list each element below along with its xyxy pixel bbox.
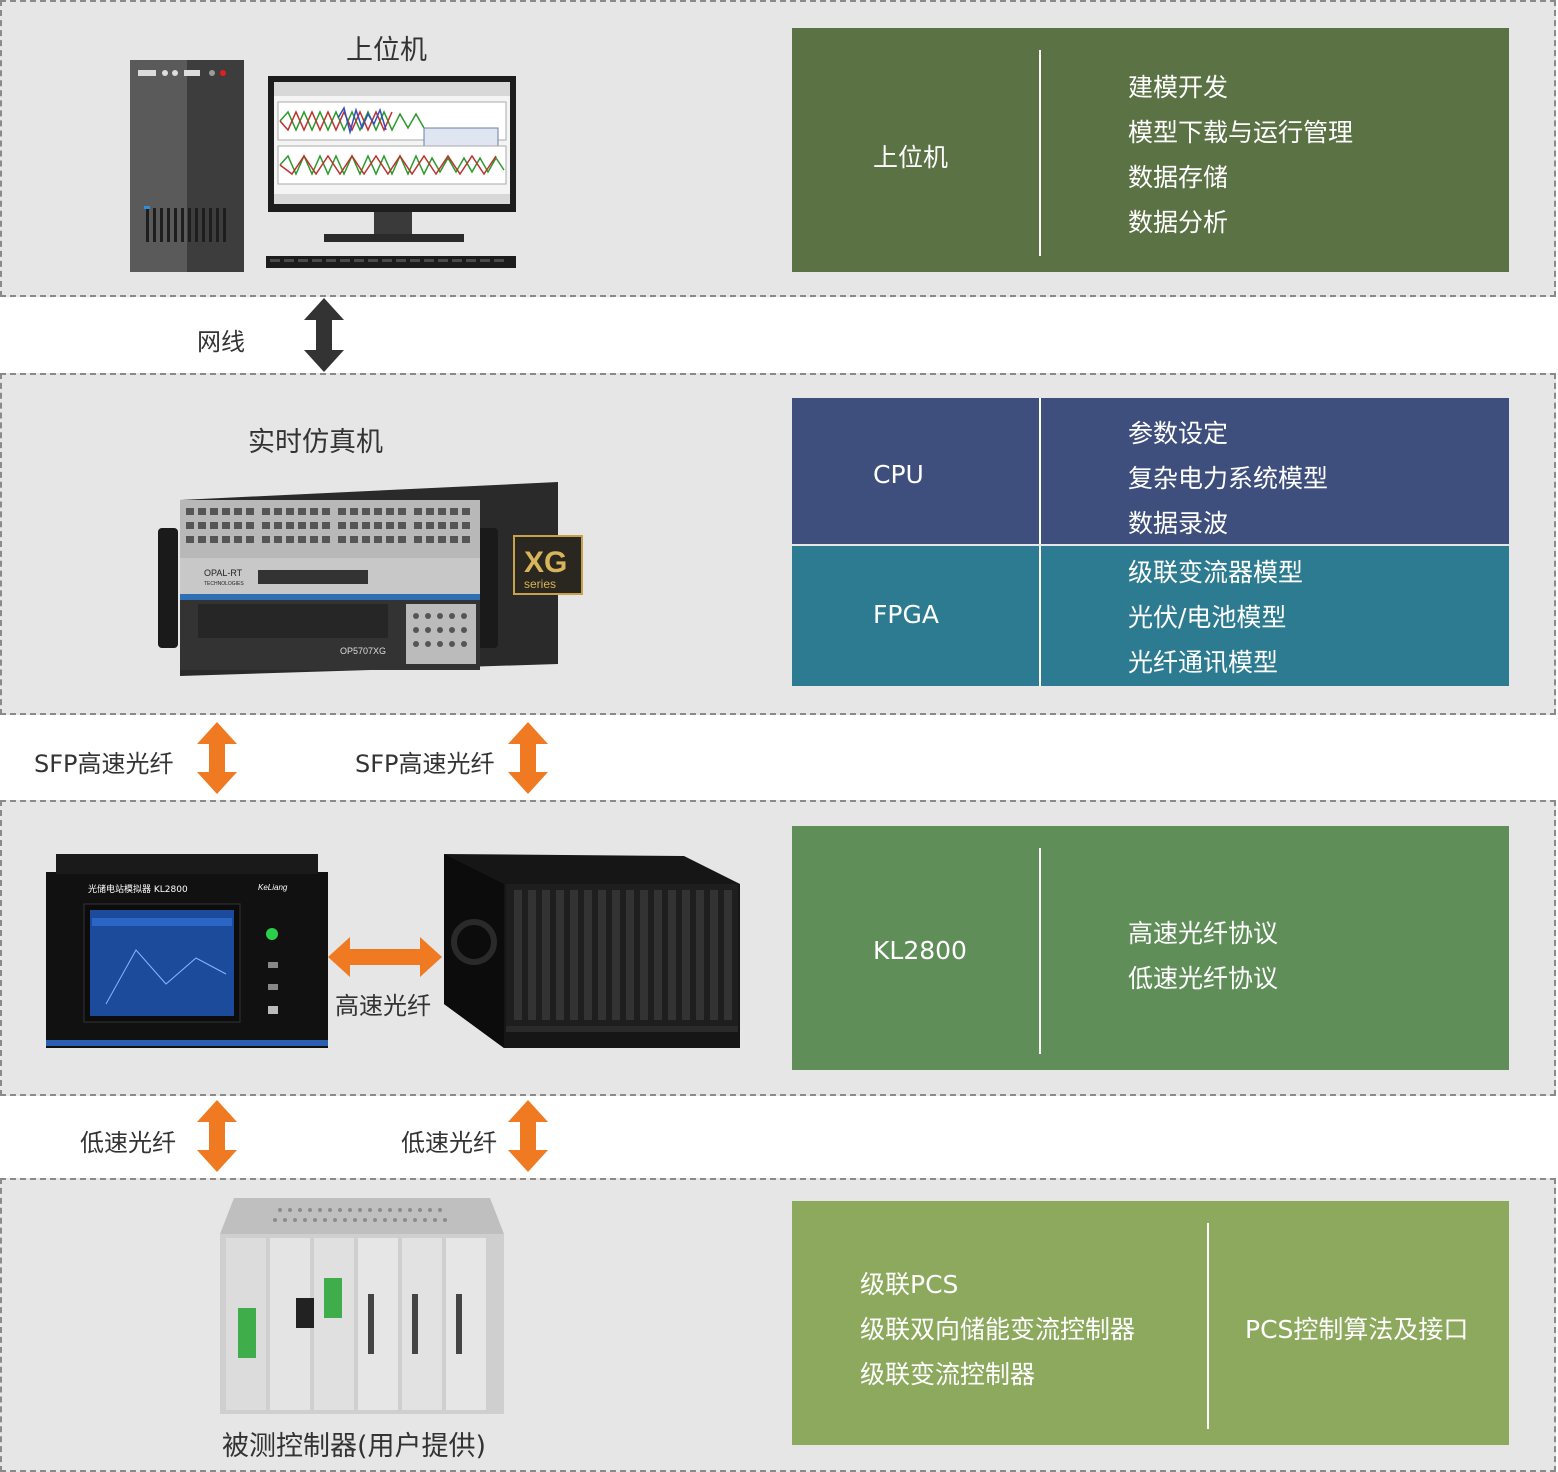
kl-device-title-text: 光储电站模拟器 KL2800	[88, 883, 188, 895]
orange-double-arrow-icon	[508, 722, 548, 794]
kl-panel-left: KL2800	[873, 936, 967, 965]
link-network-label: 网线	[197, 328, 245, 356]
kl-device-brand-text: KeLiang	[258, 883, 288, 892]
controller-item: 级联变流控制器	[860, 1360, 1036, 1389]
kl-panel: KL2800 高速光纤协议 低速光纤协议	[792, 826, 1509, 1070]
cpu-item: 参数设定	[1128, 419, 1229, 448]
host-pc-image	[130, 60, 516, 272]
controller-device-image	[220, 1198, 504, 1414]
kl-inner-link-label: 高速光纤	[335, 992, 431, 1020]
fpga-item: 光纤通讯模型	[1128, 648, 1279, 677]
controller-panel-divider	[1207, 1223, 1209, 1429]
cpu-panel-left: CPU	[873, 460, 924, 489]
orange-horizontal-arrow-icon	[328, 937, 442, 977]
fpga-item: 级联变流器模型	[1128, 558, 1304, 587]
rt-caption: 实时仿真机	[248, 427, 383, 458]
controller-item: 级联双向储能变流控制器	[860, 1315, 1136, 1344]
host-item: 模型下载与运行管理	[1128, 118, 1354, 147]
cpu-panel: CPU 参数设定 复杂电力系统模型 数据录波	[792, 398, 1509, 544]
controller-caption: 被测控制器(用户提供)	[222, 1431, 487, 1462]
host-panel-divider	[1039, 50, 1041, 256]
rt-badge-small-text: series	[524, 577, 556, 591]
controller-panel-right: PCS控制算法及接口	[1245, 1315, 1469, 1344]
kl2800-device-image: 光储电站模拟器 KL2800 KeLiang	[46, 854, 328, 1048]
link-sfp-right-label: SFP高速光纤	[355, 750, 495, 778]
fpga-panel-left: FPGA	[873, 600, 939, 629]
rt-model-text: OP5707XG	[340, 646, 386, 656]
rt-simulator-image: OPAL-RT TECHNOLOGIES OP5707XG XG series	[158, 482, 583, 676]
cpu-panel-divider	[1039, 398, 1041, 544]
host-panel-left: 上位机	[873, 143, 949, 172]
rt-brand-text: OPAL-RT	[204, 568, 243, 578]
host-panel: 上位机 建模开发 模型下载与运行管理 数据存储 数据分析	[792, 28, 1509, 272]
fpga-panel-divider	[1039, 546, 1041, 686]
fpga-item: 光伏/电池模型	[1128, 603, 1287, 632]
io-chassis-image	[444, 854, 740, 1048]
fpga-panel: FPGA 级联变流器模型 光伏/电池模型 光纤通讯模型	[792, 546, 1509, 686]
orange-double-arrow-icon	[508, 1100, 548, 1172]
link-lowspeed-right-label: 低速光纤	[401, 1129, 497, 1157]
orange-double-arrow-icon	[197, 722, 237, 794]
kl-item: 低速光纤协议	[1128, 964, 1279, 993]
kl-panel-divider	[1039, 848, 1041, 1054]
host-item: 数据存储	[1128, 163, 1229, 192]
kl-item: 高速光纤协议	[1128, 919, 1279, 948]
link-sfp-left-label: SFP高速光纤	[34, 750, 174, 778]
double-arrow-icon	[304, 298, 344, 372]
orange-double-arrow-icon	[197, 1100, 237, 1172]
link-lowspeed-left-label: 低速光纤	[80, 1129, 176, 1157]
rt-badge-big-text: XG	[524, 546, 567, 579]
host-caption: 上位机	[346, 35, 427, 66]
host-item: 数据分析	[1128, 208, 1229, 237]
controller-panel: 级联PCS 级联双向储能变流控制器 级联变流控制器 PCS控制算法及接口	[792, 1201, 1509, 1445]
host-item: 建模开发	[1128, 73, 1229, 102]
cpu-item: 数据录波	[1128, 509, 1229, 538]
cpu-item: 复杂电力系统模型	[1128, 464, 1329, 493]
controller-item: 级联PCS	[860, 1270, 959, 1299]
rt-brand-sub-text: TECHNOLOGIES	[204, 581, 244, 587]
